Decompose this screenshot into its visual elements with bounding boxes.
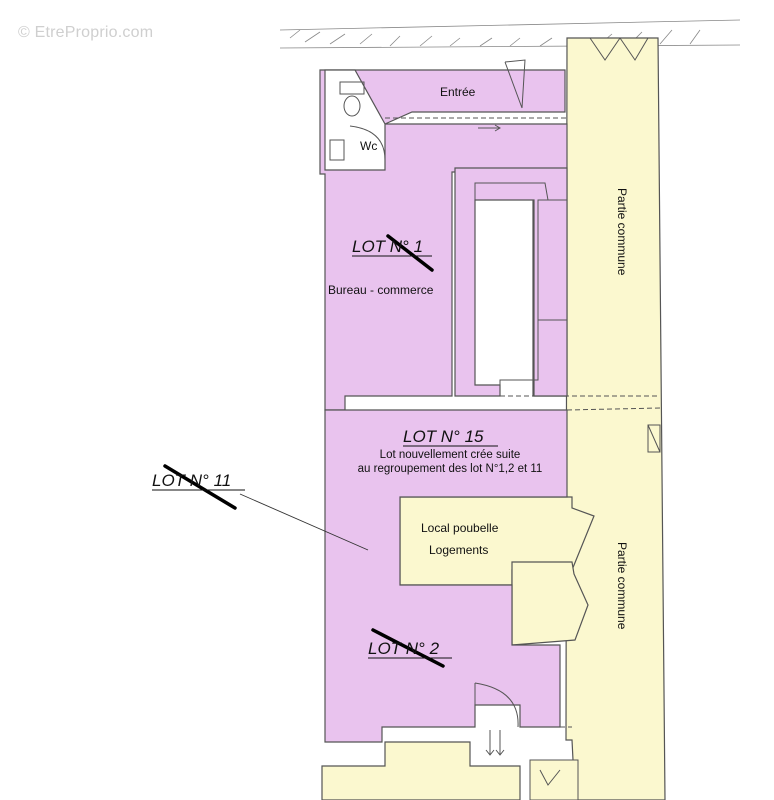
stair-step — [538, 199, 568, 321]
lower-building-step — [539, 769, 561, 786]
dashed-partitions — [345, 117, 661, 728]
label-wc: Wc — [360, 139, 377, 153]
sink-icon — [329, 139, 345, 161]
label-lot2: LOT N° 2 — [368, 639, 440, 658]
toilet-icon — [343, 95, 361, 117]
watermark-text: © EtreProprio.com — [18, 24, 154, 41]
label-lot15-desc2: au regroupement des lot N°1,2 et 11 — [358, 463, 543, 475]
label-local-poubelle: Local poubelle — [421, 521, 499, 535]
label-logements: Logements — [429, 543, 488, 557]
corridor-double-door — [589, 37, 649, 61]
corridor-door-icon — [647, 424, 661, 453]
label-lot15: LOT N° 15 — [403, 427, 484, 446]
bottom-door-arc — [474, 682, 519, 728]
label-partie-commune-top: Partie commune — [615, 188, 629, 276]
label-lot11: LOT N° 11 — [152, 471, 231, 490]
stair-block — [454, 167, 568, 397]
wc-door-arc — [349, 125, 386, 161]
label-lot15-desc1: Lot nouvellement crée suite — [380, 449, 521, 461]
stair-block-inner — [474, 182, 549, 386]
lot11-pointer-line — [239, 493, 369, 551]
arrow-icon — [478, 124, 501, 132]
stair-arrows — [485, 730, 505, 756]
strike-lot1 — [386, 234, 434, 272]
label-entree: Entrée — [440, 85, 476, 99]
lower-building-yellow — [321, 741, 521, 800]
strike-lines — [163, 234, 445, 668]
label-lot1: LOT N° 1 — [352, 237, 423, 256]
entree-door — [504, 59, 526, 109]
strike-lot2 — [371, 628, 445, 668]
common-area-corridor — [565, 37, 666, 800]
room-wc — [324, 69, 386, 171]
strike-lot11 — [163, 464, 237, 510]
toilet-tank — [339, 81, 365, 95]
label-bureau-commerce: Bureau - commerce — [328, 283, 434, 297]
street-hatching — [279, 19, 741, 49]
lower-building-yellow-right — [529, 759, 579, 800]
label-partie-commune-bottom: Partie commune — [615, 542, 629, 630]
